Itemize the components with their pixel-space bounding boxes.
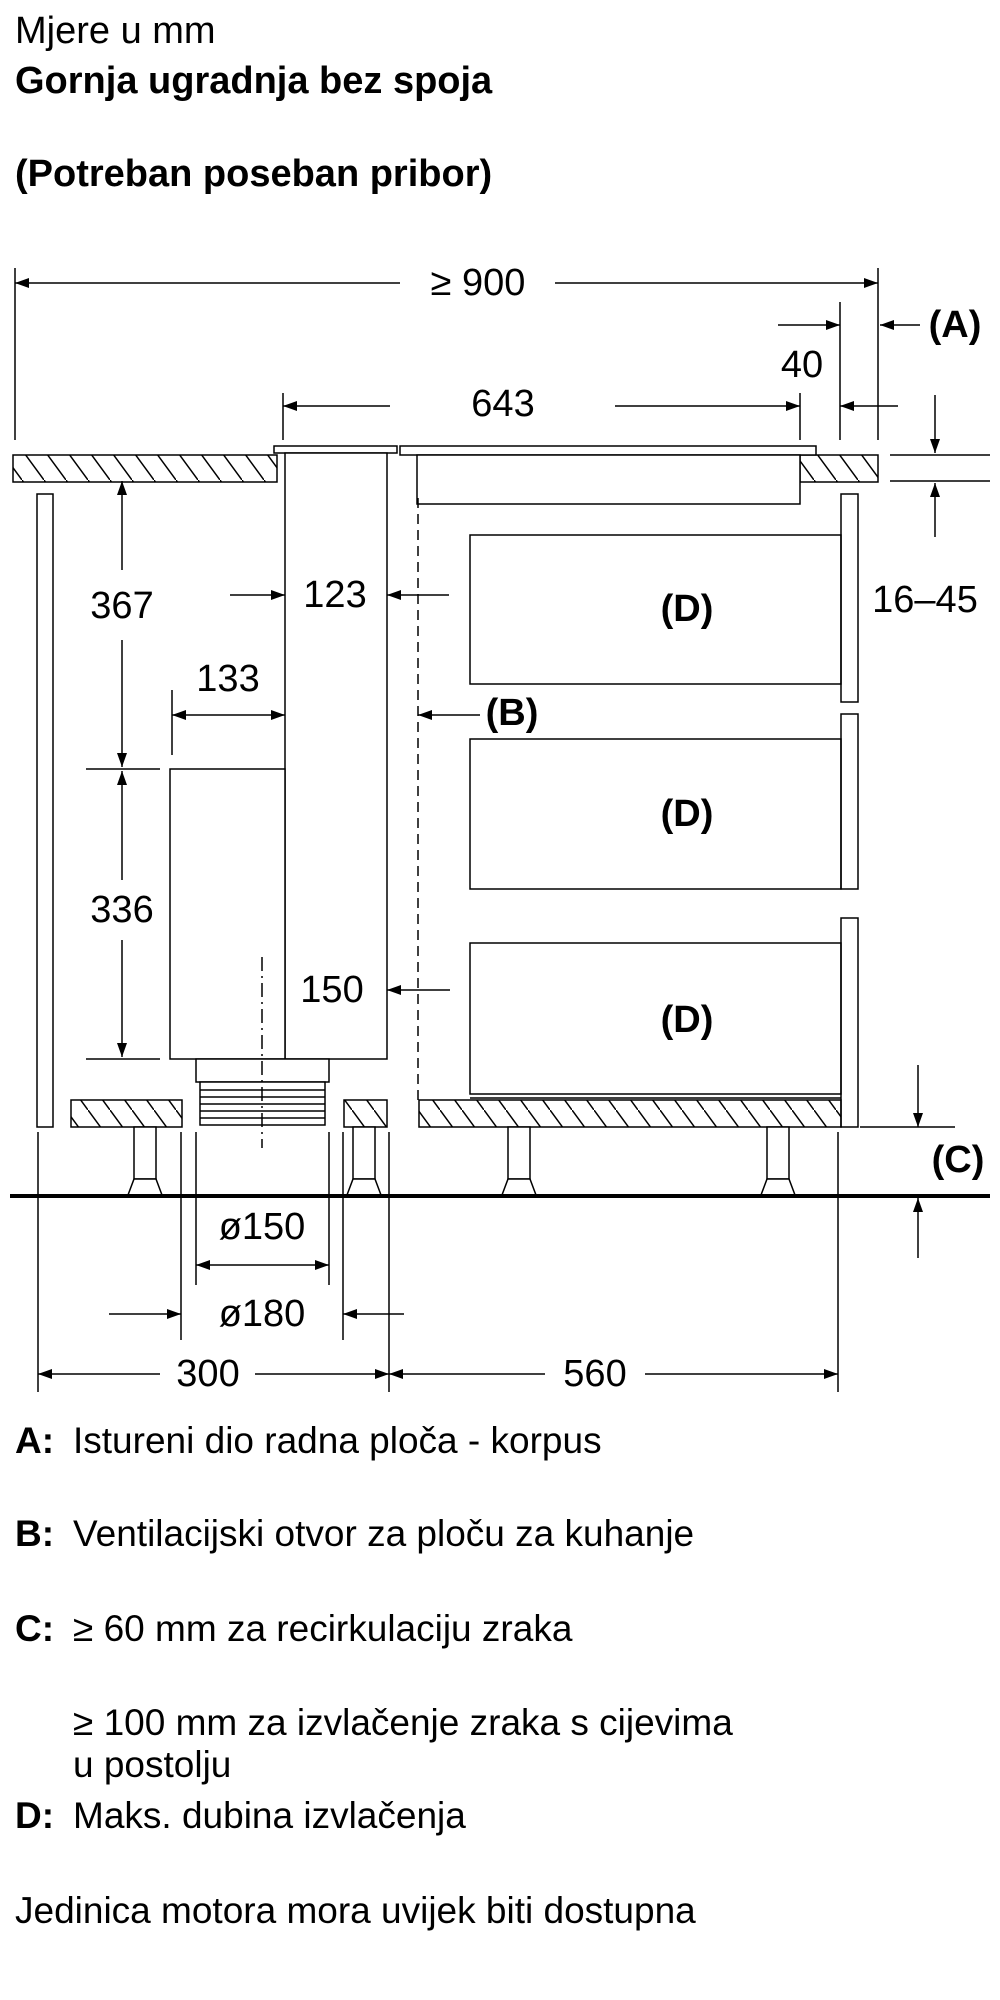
- vent-top-plate: [273, 445, 398, 454]
- legend-text: Ventilacijski otvor za ploču za kuhanje: [73, 1513, 695, 1554]
- drawer-front-1: [840, 493, 859, 703]
- worktop-right: [799, 454, 879, 483]
- dim-123: 123: [303, 574, 366, 616]
- dim-133: 133: [196, 658, 259, 700]
- legend-item-d: D: Maks. dubina izvlačenja: [15, 1795, 466, 1837]
- legend-text: ≥ 60 mm za recirkulaciju zraka: [73, 1608, 573, 1649]
- dim-dia180: ø180: [219, 1293, 306, 1335]
- page-subtitle: (Potreban poseban pribor): [15, 153, 493, 195]
- hob-body: [416, 454, 801, 505]
- legend-item-c-extra: ≥ 100 mm za izvlačenje zraka s cijevima …: [15, 1702, 733, 1786]
- drawer-3: [469, 942, 842, 1095]
- installation-diagram: ≥ 900 40 (A) 643 16–45 367 336 133 123 (…: [10, 262, 990, 1395]
- worktop-left: [12, 454, 278, 483]
- legend-text: ≥ 100 mm za izvlačenje zraka s cijevima: [73, 1702, 733, 1743]
- plinth-right: [418, 1099, 842, 1128]
- legend-text: u postolju: [73, 1744, 232, 1785]
- dim-width-total: ≥ 900: [431, 262, 526, 304]
- legend-key: D:: [15, 1795, 55, 1836]
- hob-glass: [399, 445, 817, 456]
- drawer-1: [469, 534, 842, 685]
- legend-item-a: A: Istureni dio radna ploča - korpus: [15, 1420, 602, 1462]
- motor-access-note: Jedinica motora mora uvijek biti dostupn…: [15, 1890, 696, 1931]
- drawer-2: [469, 738, 842, 890]
- dim-16-45: 16–45: [872, 579, 978, 621]
- dim-643: 643: [471, 383, 534, 425]
- side-panel-left: [36, 493, 54, 1128]
- legend-text: Istureni dio radna ploča - korpus: [73, 1420, 602, 1461]
- motor-unit: [169, 768, 286, 1060]
- marker-d-1: (D): [661, 588, 714, 630]
- dim-560: 560: [563, 1353, 626, 1395]
- dimension-arrows: [15, 278, 940, 1379]
- cabinet-legs: [127, 1126, 796, 1196]
- legend-key: A:: [15, 1420, 55, 1461]
- units-label: Mjere u mm: [15, 10, 216, 52]
- legend-item-b: B: Ventilacijski otvor za ploču za kuhanj…: [15, 1513, 694, 1555]
- marker-b: (B): [486, 692, 539, 734]
- legend-key: C:: [15, 1608, 55, 1649]
- drawer-front-3: [840, 917, 859, 1128]
- dim-367: 367: [90, 585, 153, 627]
- marker-c: (C): [932, 1139, 985, 1181]
- vent-column: [284, 452, 388, 1060]
- dim-150: 150: [300, 969, 363, 1011]
- marker-d-2: (D): [661, 793, 714, 835]
- drawer-front-2: [840, 713, 859, 890]
- dim-dia150: ø150: [219, 1206, 306, 1248]
- dim-300: 300: [176, 1353, 239, 1395]
- plinth-middle: [343, 1099, 388, 1128]
- marker-a: (A): [929, 304, 982, 346]
- plinth-left: [70, 1099, 183, 1128]
- legend-item-c: C: ≥ 60 mm za recirkulaciju zraka: [15, 1608, 572, 1650]
- legend-key: B:: [15, 1513, 55, 1554]
- marker-d-3: (D): [661, 999, 714, 1041]
- dim-336: 336: [90, 889, 153, 931]
- dim-40: 40: [781, 344, 823, 386]
- page-title: Gornja ugradnja bez spoja: [15, 60, 493, 102]
- legend-text: Maks. dubina izvlačenja: [73, 1795, 466, 1836]
